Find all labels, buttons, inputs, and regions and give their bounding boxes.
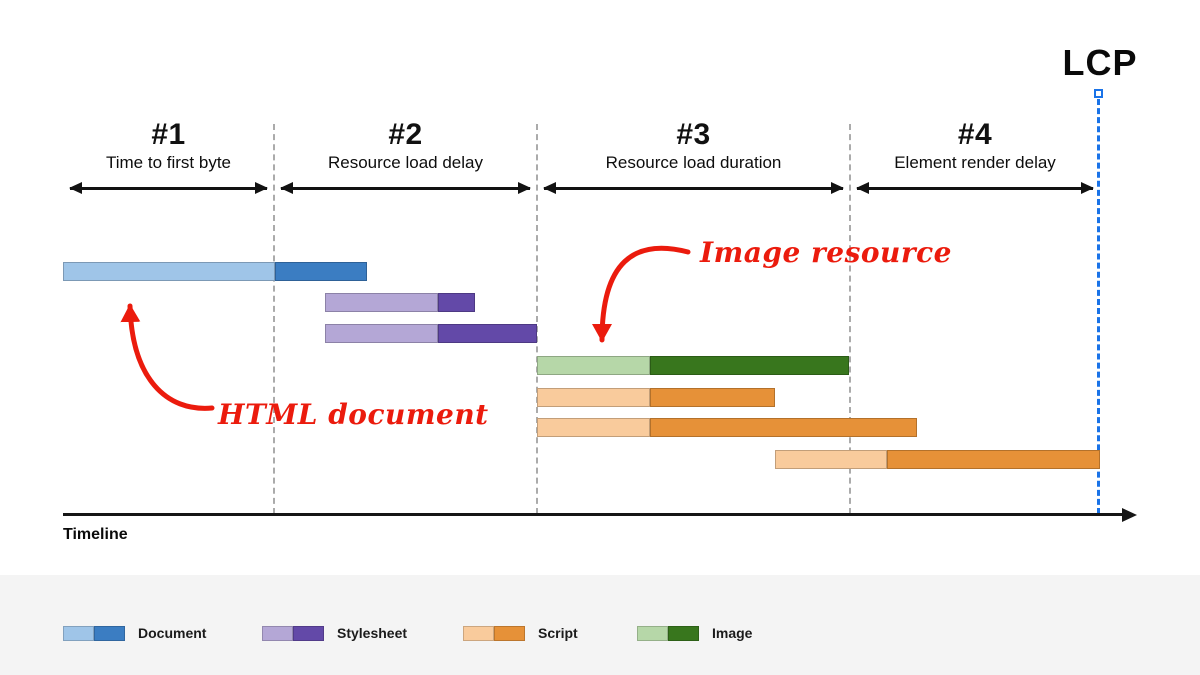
stylesheet-bar-dark <box>438 293 475 312</box>
script-legend-label: Script <box>538 625 578 641</box>
stylesheet-legend-swatch-light <box>262 626 293 641</box>
stylesheet-legend-label: Stylesheet <box>337 625 408 641</box>
script-legend-swatch-dark <box>494 626 525 641</box>
section-number: #2 <box>388 118 423 151</box>
stylesheet-bar-light <box>325 324 438 343</box>
section-range-arrow <box>280 183 531 193</box>
script-legend-swatch-light <box>463 626 494 641</box>
lcp-marker-icon <box>1094 89 1103 98</box>
section-boundary-line <box>536 124 538 514</box>
image-legend-label: Image <box>712 625 753 641</box>
document-bar-dark <box>275 262 367 281</box>
document-legend-label: Document <box>138 625 207 641</box>
section-label: Time to first byte <box>105 153 231 172</box>
script-bar-light <box>537 418 650 437</box>
lcp-dashed-line <box>1097 99 1100 514</box>
timeline-axis <box>63 513 1125 516</box>
stylesheet-bar-dark <box>438 324 537 343</box>
script-bar-dark <box>650 388 775 407</box>
document-bar-light <box>63 262 275 281</box>
section-range-arrow <box>543 183 844 193</box>
image-bar-dark <box>650 356 849 375</box>
section-boundary-line <box>849 124 851 514</box>
section-range-arrow <box>69 183 268 193</box>
script-bar-dark <box>887 450 1100 469</box>
document-legend-swatch-light <box>63 626 94 641</box>
document-legend-swatch-dark <box>94 626 125 641</box>
html-document-arrow <box>120 303 215 411</box>
image-legend-swatch-light <box>637 626 668 641</box>
image-legend-swatch-dark <box>668 626 699 641</box>
html-document-annotation: HTML document <box>218 398 489 431</box>
section-label: Resource load duration <box>605 153 782 172</box>
section-number: #4 <box>957 118 993 151</box>
legend: Document Stylesheet Script Image <box>0 575 1200 675</box>
section-range-arrow <box>856 183 1094 193</box>
stylesheet-bar-light <box>325 293 438 312</box>
section-boundary-line <box>273 124 275 514</box>
script-bar-dark <box>650 418 917 437</box>
section-number: #1 <box>151 118 186 151</box>
image-resource-annotation: Image resource <box>700 236 952 269</box>
section-number: #3 <box>676 118 711 151</box>
image-bar-light <box>537 356 650 375</box>
timeline-axis-arrowhead <box>1122 507 1137 522</box>
timeline-label: Timeline <box>63 526 128 543</box>
image-resource-arrow <box>592 245 691 343</box>
script-bar-light <box>537 388 650 407</box>
section-label: Resource load delay <box>328 153 483 172</box>
section-label: Element render delay <box>894 153 1056 172</box>
script-bar-light <box>775 450 887 469</box>
stylesheet-legend-swatch-dark <box>293 626 324 641</box>
lcp-label: LCP <box>1062 42 1138 83</box>
